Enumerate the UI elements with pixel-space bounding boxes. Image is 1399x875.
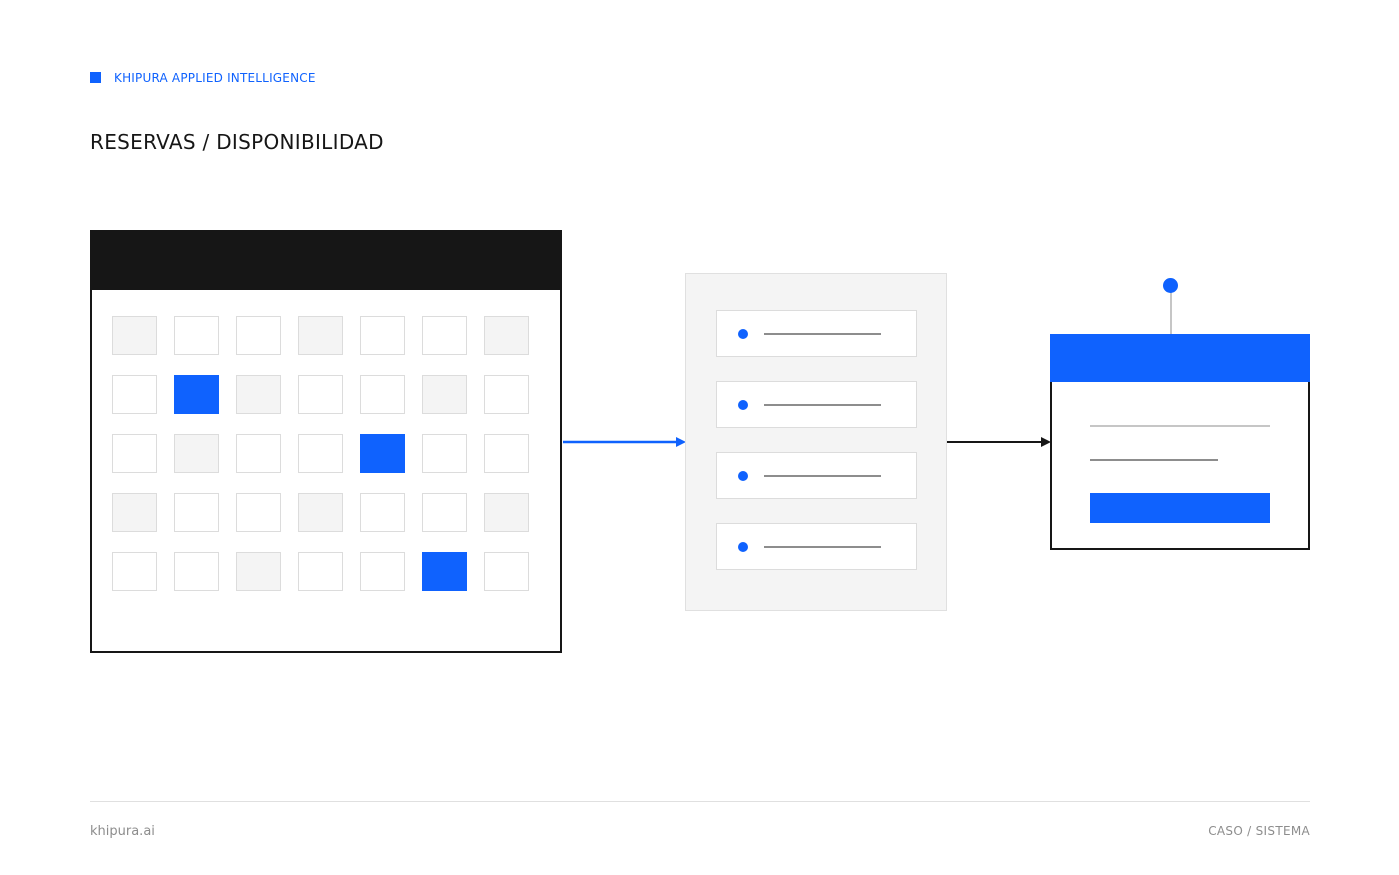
- calendar-day-unavailable[interactable]: [422, 375, 467, 414]
- calendar-day-unavailable[interactable]: [174, 434, 219, 473]
- calendar-day[interactable]: [174, 552, 219, 591]
- footer-section: CASO / SISTEMA: [1208, 824, 1310, 838]
- calendar-day[interactable]: [236, 493, 281, 532]
- calendar-day-unavailable[interactable]: [112, 493, 157, 532]
- booking-card-header: [1050, 334, 1310, 382]
- calendar-day[interactable]: [112, 375, 157, 414]
- list-item[interactable]: [716, 381, 917, 428]
- booking-card-line-short: [1090, 459, 1218, 461]
- list-item-line: [764, 404, 881, 406]
- bullet-dot-icon: [738, 400, 748, 410]
- calendar-day-unavailable[interactable]: [112, 316, 157, 355]
- list-item[interactable]: [716, 310, 917, 357]
- calendar-day[interactable]: [484, 552, 529, 591]
- calendar-panel: [90, 230, 562, 653]
- bullet-dot-icon: [738, 329, 748, 339]
- calendar-day-unavailable[interactable]: [298, 316, 343, 355]
- brand-name: KHIPURA APPLIED INTELLIGENCE: [114, 71, 316, 85]
- calendar-day-selected[interactable]: [422, 552, 467, 591]
- calendar-day[interactable]: [112, 434, 157, 473]
- calendar-day[interactable]: [174, 493, 219, 532]
- brand-square-icon: [90, 72, 101, 83]
- calendar-day-selected[interactable]: [174, 375, 219, 414]
- calendar-day-unavailable[interactable]: [484, 316, 529, 355]
- list-item[interactable]: [716, 523, 917, 570]
- calendar-day[interactable]: [422, 434, 467, 473]
- calendar-day-unavailable[interactable]: [298, 493, 343, 532]
- calendar-day[interactable]: [360, 316, 405, 355]
- page-title: RESERVAS / DISPONIBILIDAD: [90, 130, 384, 154]
- calendar-day-selected[interactable]: [360, 434, 405, 473]
- calendar-day[interactable]: [174, 316, 219, 355]
- booking-card-line: [1090, 425, 1270, 427]
- list-item-line: [764, 333, 881, 335]
- calendar-header: [92, 232, 560, 290]
- calendar-day-unavailable[interactable]: [484, 493, 529, 532]
- bullet-dot-icon: [738, 542, 748, 552]
- list-item-line: [764, 546, 881, 548]
- pin-connector: [1170, 290, 1172, 335]
- calendar-day-unavailable[interactable]: [236, 375, 281, 414]
- calendar-day[interactable]: [484, 434, 529, 473]
- pin-dot-icon: [1163, 278, 1178, 293]
- calendar-day[interactable]: [236, 434, 281, 473]
- calendar-day[interactable]: [484, 375, 529, 414]
- calendar-day[interactable]: [298, 552, 343, 591]
- bullet-dot-icon: [738, 471, 748, 481]
- calendar-day[interactable]: [422, 316, 467, 355]
- slot-list-panel: [685, 273, 947, 611]
- booking-card: [1050, 334, 1310, 550]
- booking-confirm-bar: [1090, 493, 1270, 523]
- footer-divider: [90, 801, 1310, 802]
- list-item-line: [764, 475, 881, 477]
- footer-site: khipura.ai: [90, 824, 155, 839]
- calendar-day[interactable]: [298, 375, 343, 414]
- calendar-day[interactable]: [422, 493, 467, 532]
- calendar-day[interactable]: [236, 316, 281, 355]
- calendar-day[interactable]: [360, 493, 405, 532]
- calendar-day[interactable]: [112, 552, 157, 591]
- calendar-day[interactable]: [360, 375, 405, 414]
- list-item[interactable]: [716, 452, 917, 499]
- calendar-day-unavailable[interactable]: [236, 552, 281, 591]
- calendar-day[interactable]: [360, 552, 405, 591]
- calendar-day[interactable]: [298, 434, 343, 473]
